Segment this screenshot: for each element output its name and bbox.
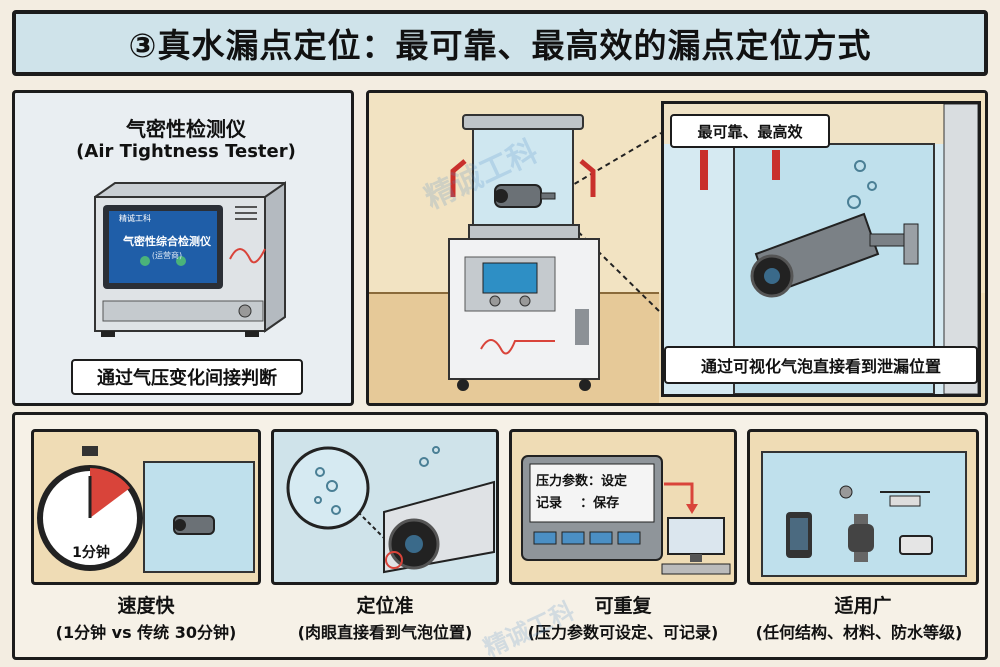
vent-grille-icon — [235, 206, 257, 220]
title-bar: ③真水漏点定位：最可靠、最高效的漏点定位方式 — [12, 10, 988, 76]
camera-icon — [383, 480, 495, 574]
accuracy-illustration — [286, 446, 495, 574]
magnifier-icon — [286, 446, 370, 530]
accuracy-title: 定位准 — [356, 595, 414, 617]
air-tester-panel: 气密性检测仪 (Air Tightness Tester) 精诚工科 气密性综合… — [12, 90, 354, 406]
screen-sub: (运营商) — [151, 251, 183, 260]
accuracy-desc: (肉眼直接看到气泡位置) — [297, 623, 473, 642]
zoom-view: 最可靠、最高效 通过可视化气泡直接看到泄漏位置 — [661, 101, 981, 397]
camera-icon — [494, 184, 556, 208]
repeatable-illustration — [521, 455, 731, 575]
versatile-card — [747, 429, 979, 585]
device-name-en: (Air Tightness Tester) — [76, 141, 296, 162]
stopwatch-icon — [37, 446, 143, 571]
leak-test-machine — [448, 114, 600, 391]
clamp-icon — [450, 159, 596, 197]
versatile-illustration — [761, 451, 967, 577]
repeatable-card: 压力参数：设定 记录 ：保存 — [509, 429, 737, 585]
speed-card: 1分钟 — [31, 429, 261, 585]
watch-icon — [848, 514, 874, 562]
screen-line-2: 记录 ：保存 — [536, 496, 620, 511]
reliability-callout: 最可靠、最高效 — [670, 114, 830, 148]
screen-title: 气密性综合检测仪 — [123, 235, 211, 248]
camera-icon — [750, 212, 919, 298]
battery-icon — [899, 535, 933, 555]
screen-brand: 精诚工科 — [119, 214, 151, 223]
drone-icon — [880, 491, 930, 507]
camera-icon — [173, 515, 215, 535]
speed-title: 速度快 — [117, 595, 175, 617]
clamp-icon — [700, 150, 780, 190]
accuracy-card — [271, 429, 499, 585]
versatile-desc: (任何结构、材料、防水等级) — [755, 623, 963, 642]
computer-icon — [661, 517, 731, 575]
advantages-panel: 1分钟 速度快 (1分钟 vs 传统 30分钟) 定位准 (肉眼直接看到气泡位 — [12, 412, 988, 660]
speed-illustration — [37, 446, 255, 573]
speed-desc: (1分钟 vs 传统 30分钟) — [55, 623, 237, 642]
right-caption: 通过可视化气泡直接看到泄漏位置 — [664, 346, 978, 384]
water-leak-panel: 最可靠、最高效 通过可视化气泡直接看到泄漏位置 — [366, 90, 988, 406]
repeatable-desc: (压力参数可设定、可记录) — [527, 623, 719, 642]
versatile-title: 适用广 — [834, 595, 892, 617]
left-caption: 通过气压变化间接判断 — [71, 359, 303, 395]
screen-line-1: 压力参数：设定 — [536, 474, 628, 489]
clock-label: 1分钟 — [72, 545, 110, 561]
repeatable-title: 可重复 — [594, 595, 652, 617]
device-name: 气密性检测仪 — [126, 117, 246, 141]
page-title: ③真水漏点定位：最可靠、最高效的漏点定位方式 — [128, 26, 872, 65]
phone-icon — [786, 512, 812, 558]
air-tester-illustration — [94, 181, 286, 337]
